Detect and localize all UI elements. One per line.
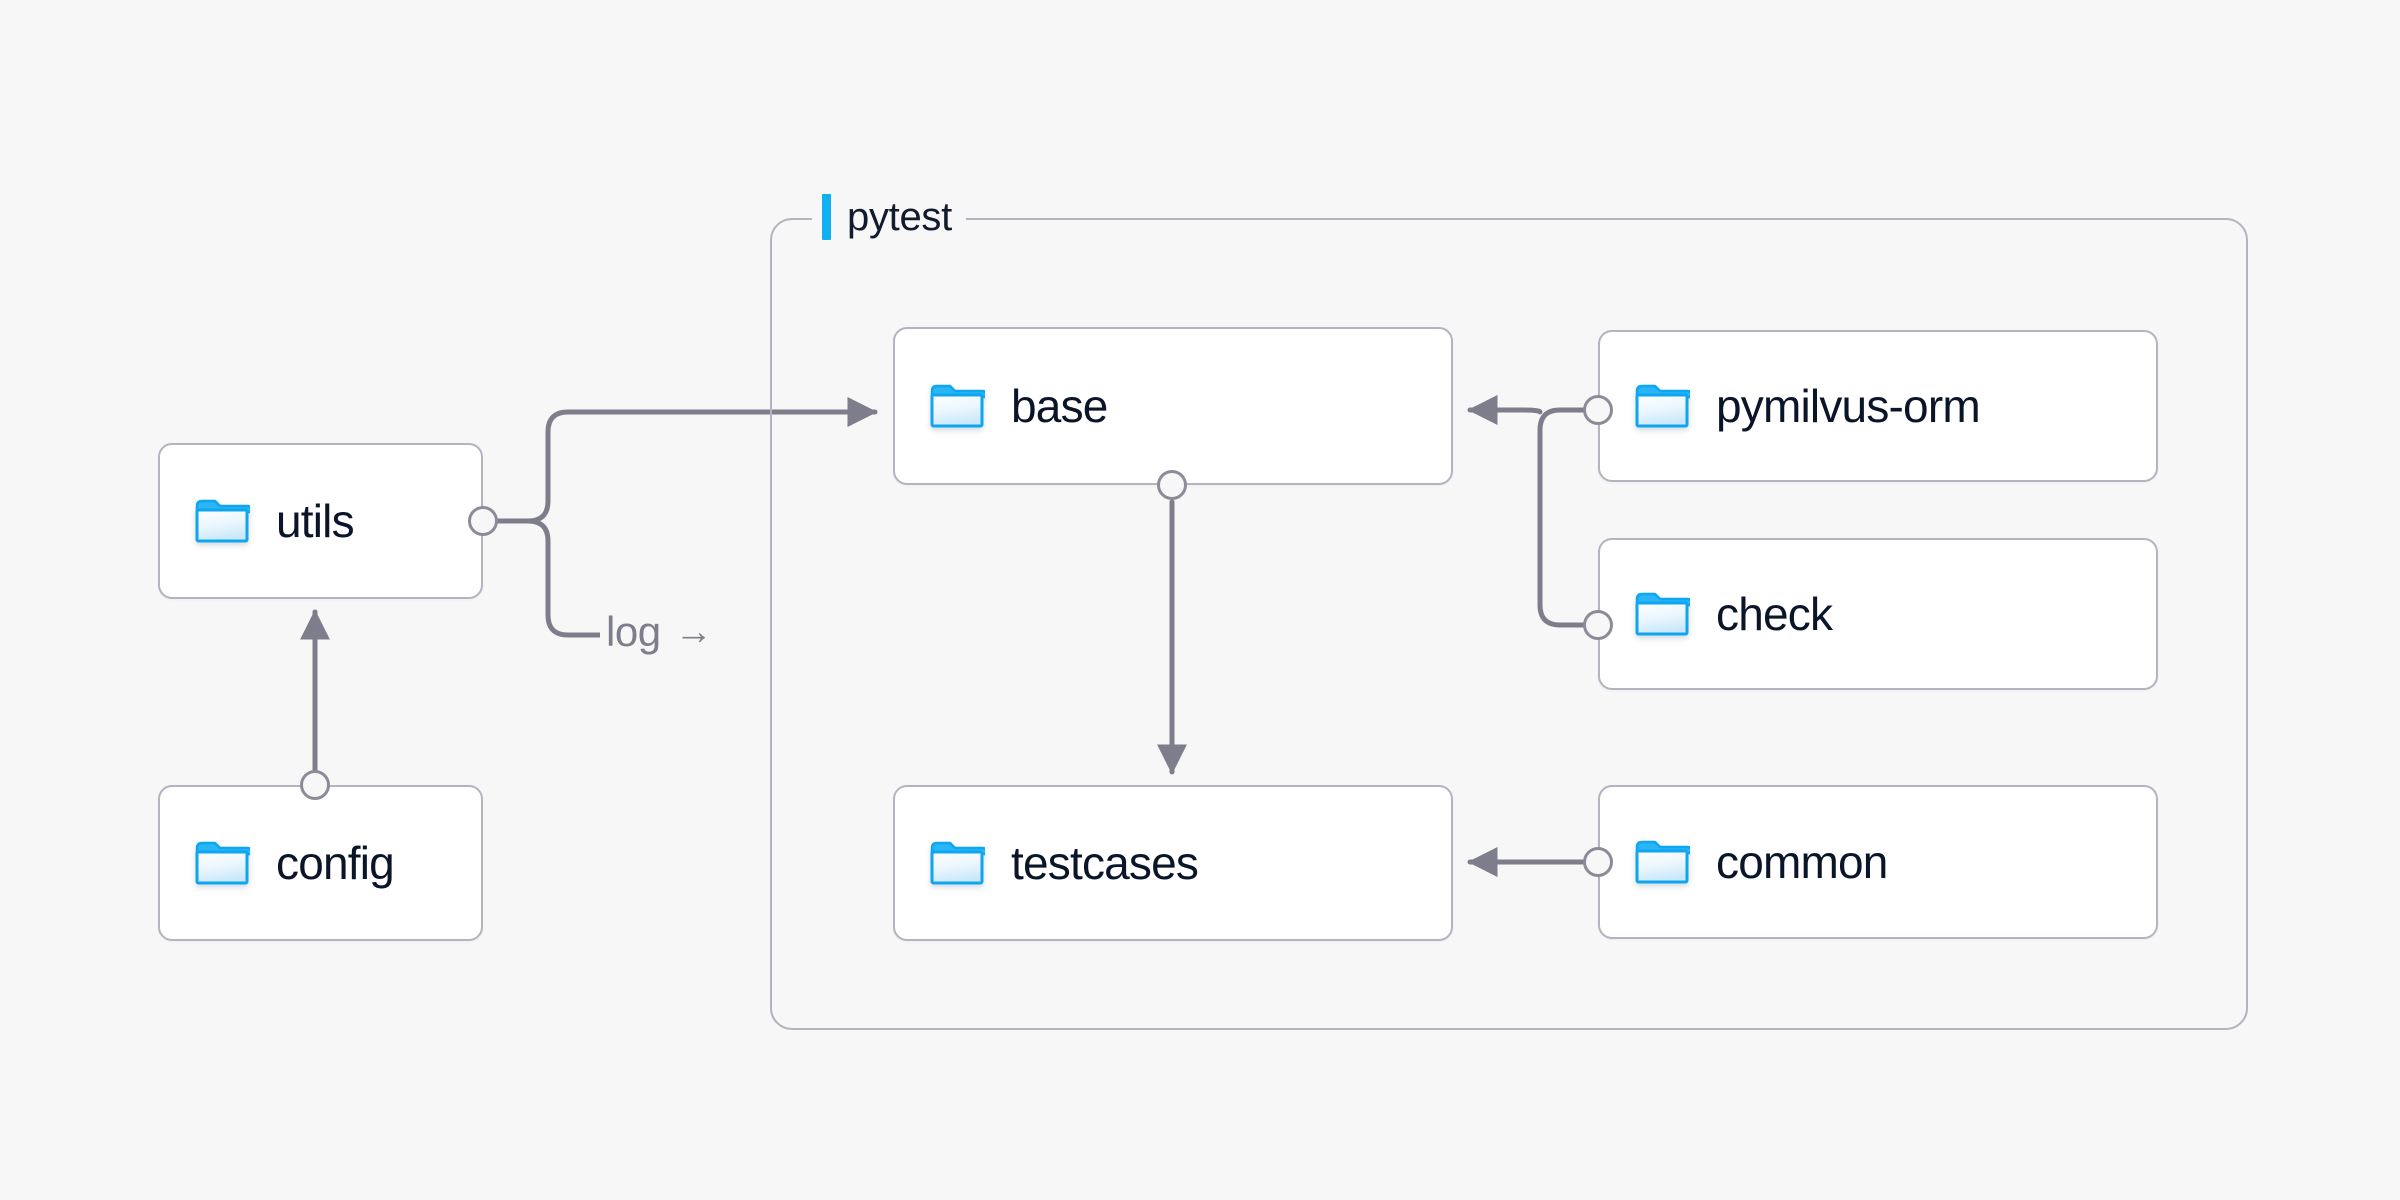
folder-icon [1635,592,1690,636]
edge-into-base-right [1467,395,1543,425]
node-utils-label: utils [276,495,355,547]
folder-icon [195,841,250,885]
folder-icon [930,841,985,885]
node-common[interactable]: common [1598,785,2158,939]
node-base-label: base [1011,380,1108,432]
node-config-label: config [276,837,395,889]
node-common-label: common [1716,836,1888,888]
group-pytest-container[interactable] [770,218,2248,1030]
folder-icon [195,499,250,543]
arrow-right-icon: → [674,611,713,653]
group-pytest-label: pytest [847,194,952,239]
group-pytest-title: pytest [812,190,966,244]
folder-icon [930,384,985,428]
node-config[interactable]: config [158,785,483,941]
edge-pymilvus-to-base-visible [1537,407,1593,628]
node-pymilvus-orm[interactable]: pymilvus-orm [1598,330,2158,482]
group-accent-bar [822,194,831,240]
node-testcases-label: testcases [1011,837,1199,889]
node-base[interactable]: base [893,327,1453,485]
node-check-label: check [1716,588,1833,640]
port-pymilvus-orm-left[interactable] [1583,395,1613,425]
port-config-top[interactable] [300,770,330,800]
edge-label-log: log → [600,608,719,656]
node-pymilvus-orm-label: pymilvus-orm [1716,380,1981,432]
edge-utils-to-log [484,518,603,638]
port-common-left[interactable] [1583,847,1613,877]
port-check-left[interactable] [1583,610,1613,640]
node-check[interactable]: check [1598,538,2158,690]
node-utils[interactable]: utils [158,443,483,599]
edge-label-log-text: log [606,608,661,655]
folder-icon [1635,384,1690,428]
folder-icon [1635,840,1690,884]
port-base-bottom[interactable] [1157,470,1187,500]
port-utils-right[interactable] [468,506,498,536]
node-testcases[interactable]: testcases [893,785,1453,941]
